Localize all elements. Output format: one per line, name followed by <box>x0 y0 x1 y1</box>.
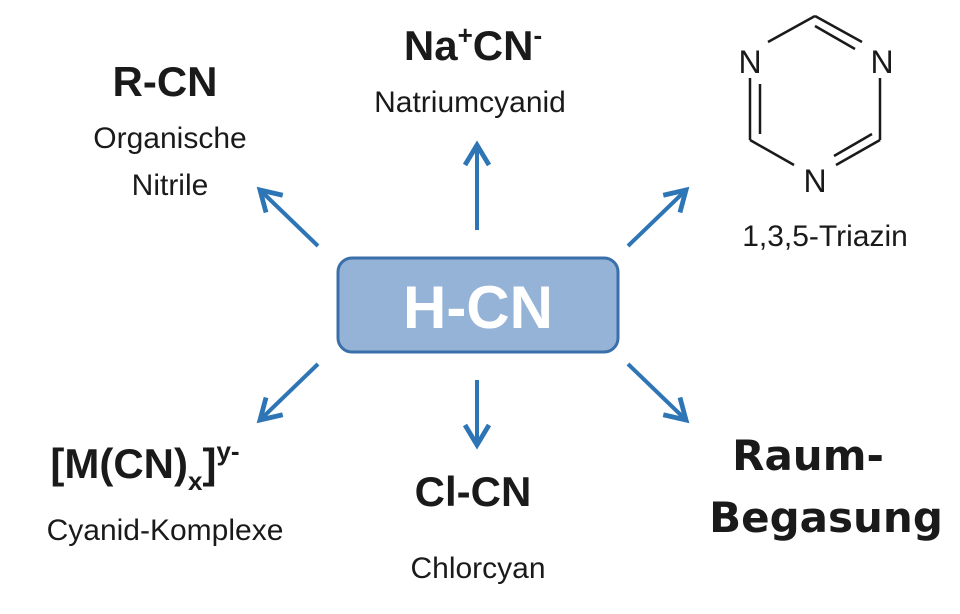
triazine-n2: N <box>870 44 893 80</box>
node-nitrile: R-CN Organische Nitrile <box>93 58 246 202</box>
fumigation-line1: Raum- <box>732 431 884 480</box>
arrow-up-right <box>626 186 690 248</box>
arrow-up-left <box>256 186 320 248</box>
nitrile-line1: Organische <box>93 122 246 155</box>
sodium-name: Natriumcyanid <box>374 86 566 119</box>
complex-sub: x <box>188 466 203 496</box>
nitrile-line2: Nitrile <box>132 169 209 202</box>
node-cyanide-complexes: [M(CN)x]y- Cyanid-Komplexe <box>47 436 284 547</box>
node-sodium-cyanide: Na+CN- Natriumcyanid <box>374 20 566 119</box>
triazine-n3: N <box>803 163 826 199</box>
chlorcyan-formula: Cl-CN <box>415 468 532 515</box>
node-triazine: N N N 1,3,5-Triazin <box>738 14 908 253</box>
complex-part2: ] <box>202 440 216 487</box>
node-chlorcyan: Cl-CN Chlorcyan <box>410 468 545 585</box>
nitrile-formula: R-CN <box>113 58 218 105</box>
center-box: H-CN <box>336 256 620 354</box>
plus: + <box>458 20 473 50</box>
complex-part1: [M(CN) <box>50 440 188 487</box>
cn: CN <box>473 22 534 69</box>
center-label: H-CN <box>403 274 553 341</box>
complex-name: Cyanid-Komplexe <box>47 514 284 547</box>
triazine-structure <box>748 14 882 167</box>
triazine-n1: N <box>738 44 761 80</box>
chlorcyan-name: Chlorcyan <box>410 552 545 585</box>
na: Na <box>404 22 458 69</box>
node-fumigation: Raum- Begasung <box>709 431 943 542</box>
arrow-down-right <box>626 362 690 424</box>
fumigation-line2: Begasung <box>709 493 943 542</box>
minus: - <box>533 20 542 50</box>
complex-sup: y- <box>216 436 239 466</box>
svg-text:Na+CN-: Na+CN- <box>404 20 542 69</box>
triazine-name: 1,3,5-Triazin <box>742 220 908 253</box>
svg-text:[M(CN)x]y-: [M(CN)x]y- <box>50 436 239 496</box>
arrow-down-left <box>256 362 320 424</box>
